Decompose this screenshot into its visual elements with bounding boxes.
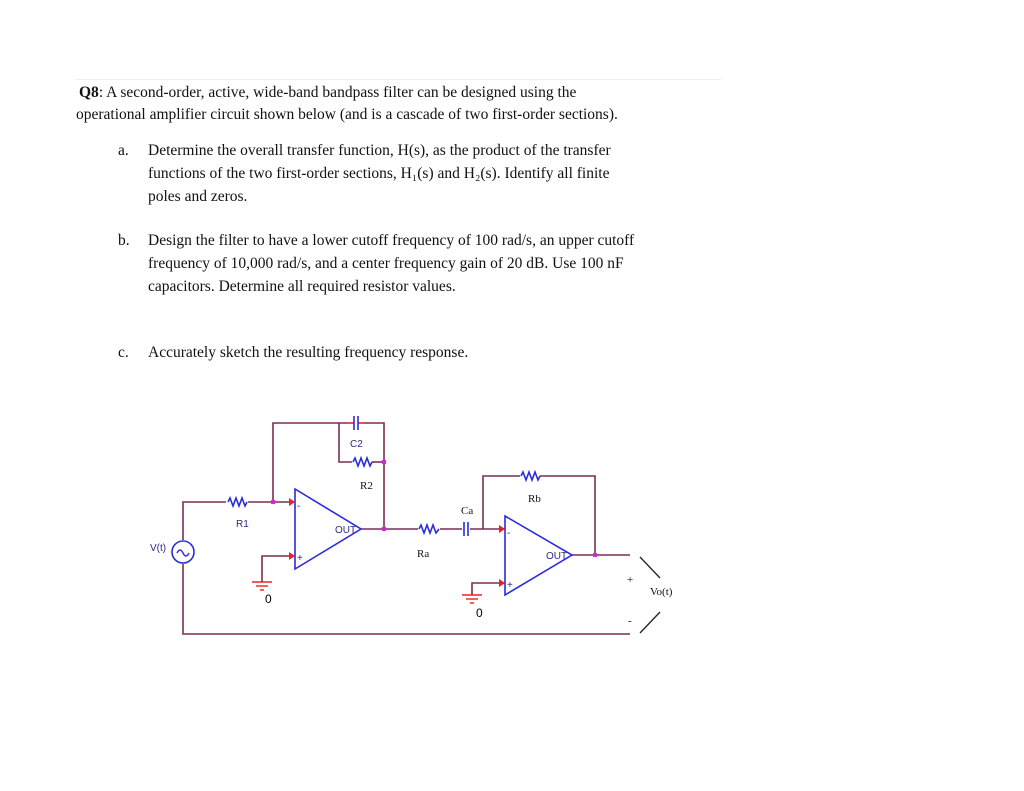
r1-label: R1	[236, 519, 249, 530]
opamp2-plus: +	[507, 580, 513, 591]
opamp-2	[504, 514, 574, 597]
ground-label: 0	[476, 606, 483, 620]
ground-icon	[462, 594, 482, 604]
resistor-rb	[520, 469, 541, 483]
opamp1-out: OUT	[335, 525, 356, 536]
divider	[76, 79, 721, 80]
opamp-1	[294, 487, 363, 571]
r2-label: R2	[360, 480, 373, 492]
opamp2-out: OUT	[546, 551, 567, 562]
c2-label: C2	[350, 439, 363, 450]
wires	[182, 422, 630, 635]
input-arrows	[289, 498, 505, 587]
rb-label: Rb	[528, 493, 541, 505]
capacitor-ca	[463, 522, 469, 536]
capacitor-c2	[347, 416, 364, 430]
resistor-r1	[227, 495, 248, 509]
resistor-ra	[418, 522, 440, 536]
output-plus: +	[627, 574, 633, 586]
ground-icon	[252, 581, 272, 591]
opamp1-plus: +	[297, 553, 303, 564]
resistor-r2	[352, 455, 373, 469]
opamp1-minus: -	[297, 501, 300, 512]
output-terminal-line	[639, 556, 661, 579]
question-intro-line2: operational amplifier circuit shown belo…	[76, 106, 618, 123]
output-minus: -	[628, 615, 632, 627]
opamp2-minus: -	[507, 528, 510, 539]
junction-nodes	[271, 460, 597, 557]
source-label: V(t)	[150, 543, 166, 554]
question-intro: Q8: A second-order, active, wide-band ba…	[79, 84, 577, 101]
ra-label: Ra	[417, 548, 429, 560]
ca-label: Ca	[461, 505, 473, 517]
ground-label: 0	[265, 592, 272, 606]
ac-source-icon	[171, 540, 195, 564]
output-label: Vo(t)	[650, 586, 673, 598]
output-terminal-line	[639, 611, 661, 634]
